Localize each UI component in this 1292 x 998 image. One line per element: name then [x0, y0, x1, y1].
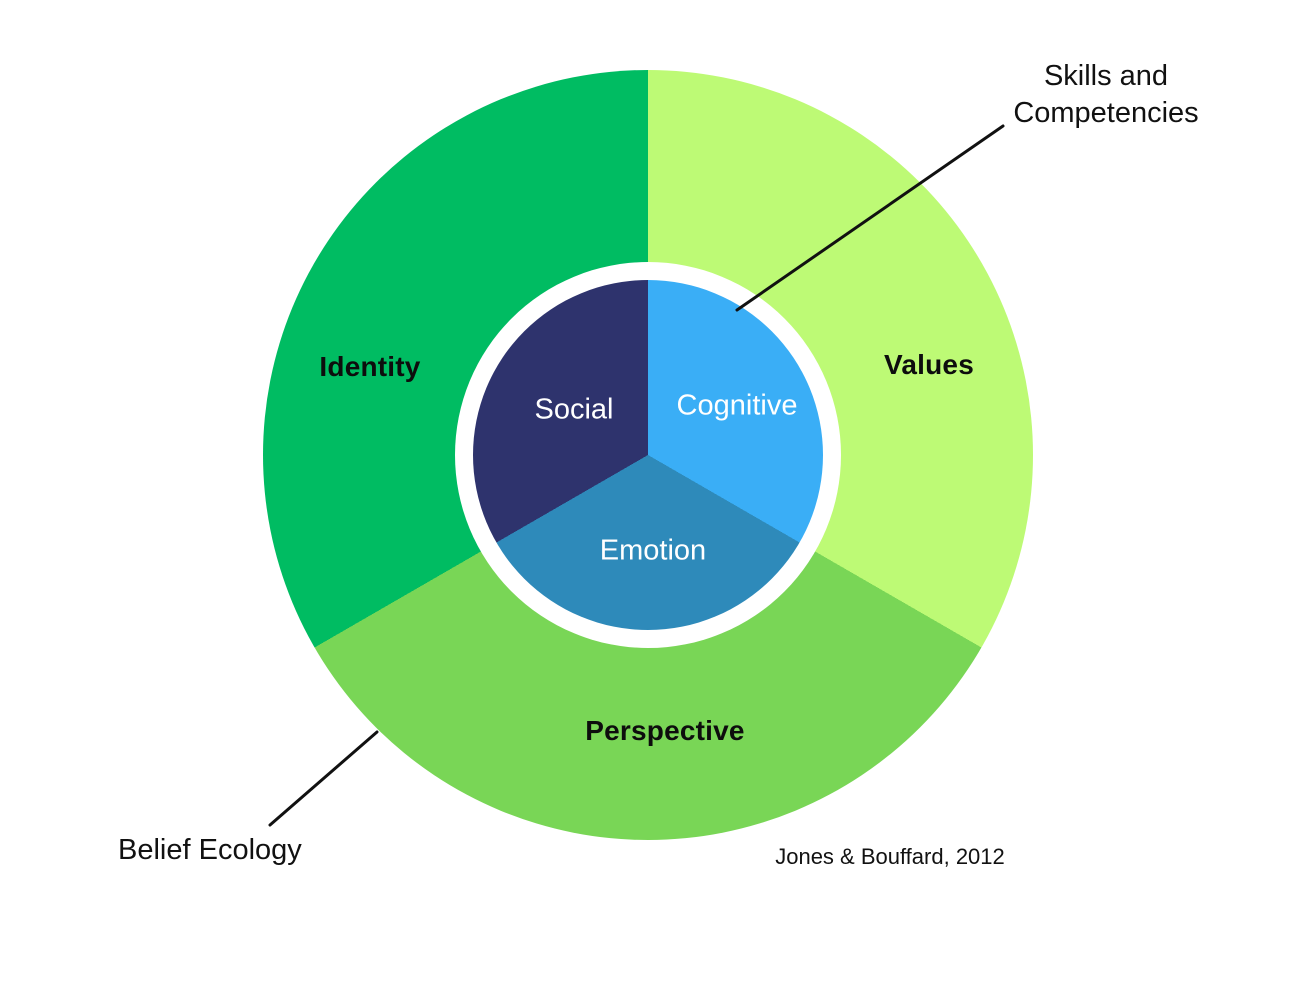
citation-text: Jones & Bouffard, 2012: [775, 844, 1005, 869]
segment-label-identity: Identity: [319, 351, 421, 382]
skills-annotation-line1: Skills and: [1043, 60, 1169, 92]
skills-annotation-line2: Competencies: [1013, 97, 1199, 129]
segment-label-emotion: Emotion: [599, 534, 707, 567]
segment-label-social: Social: [534, 393, 614, 426]
skills-competencies-annotation: Skills and Competencies: [956, 58, 1256, 132]
inner-pie: [473, 280, 823, 630]
belief-callout-line: [268, 730, 379, 827]
belief-ecology-annotation: Belief Ecology: [118, 834, 302, 866]
segment-label-cognitive: Cognitive: [676, 389, 798, 422]
segment-label-values: Values: [884, 349, 974, 380]
segment-label-perspective: Perspective: [585, 715, 745, 746]
